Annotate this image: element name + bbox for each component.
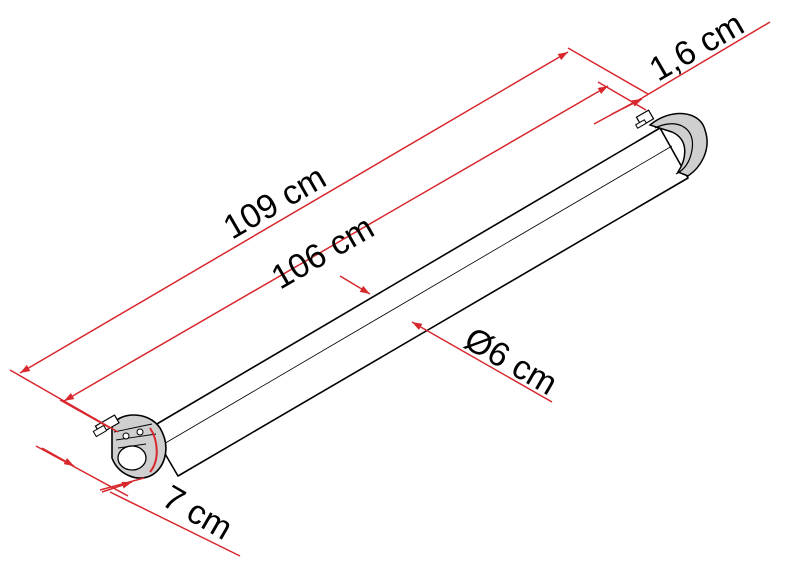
- overall-length-label: 109 cm: [217, 158, 333, 247]
- dimension-end-offset: 1,6 cm: [593, 5, 771, 125]
- tube-body: [149, 127, 689, 477]
- right-end-cap: [634, 109, 708, 177]
- tube-length-label: 106 cm: [265, 208, 381, 297]
- end-offset-label: 1,6 cm: [643, 5, 750, 89]
- left-end-cap: [92, 414, 167, 479]
- end-height-label: 7 cm: [156, 478, 239, 548]
- diameter-label: Ø6 cm: [458, 320, 564, 403]
